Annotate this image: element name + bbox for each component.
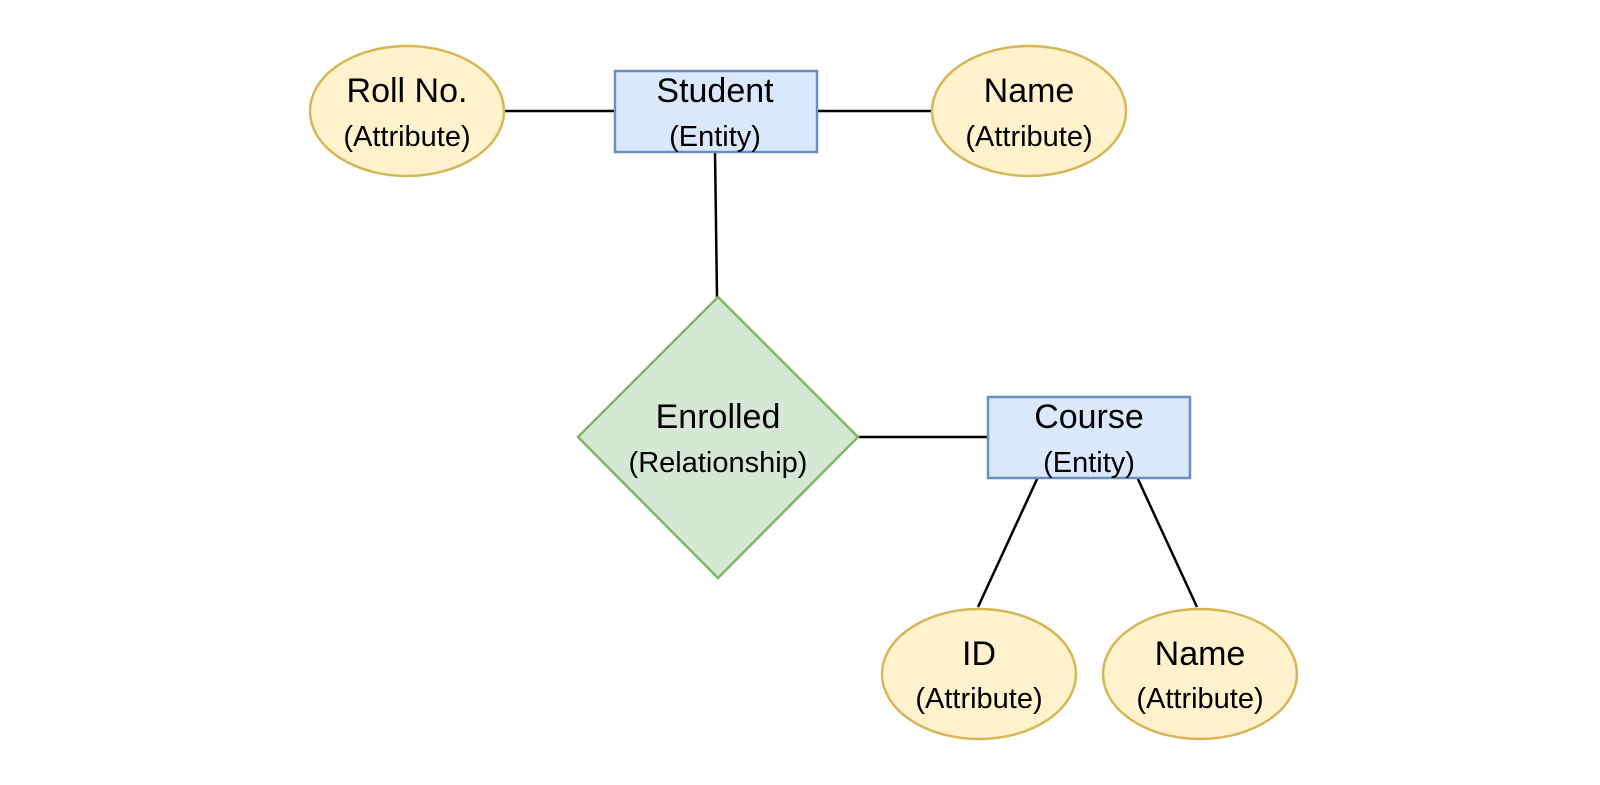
entity-course-box: [986, 395, 1192, 480]
attribute-student-name-name: Name: [984, 72, 1075, 110]
attribute-roll-no[interactable]: Roll No. (Attribute): [308, 44, 506, 178]
connector-student-enrolled: [713, 150, 719, 298]
entity-student-name: Student: [656, 72, 774, 110]
attribute-course-id[interactable]: ID (Attribute): [880, 607, 1078, 741]
attribute-roll-no-shape: [308, 44, 506, 178]
attribute-course-id-shape: [880, 607, 1078, 741]
attribute-course-id-name: ID: [962, 635, 996, 673]
attribute-student-name[interactable]: Name (Attribute): [930, 44, 1128, 178]
relationship-enrolled-diamond: [576, 295, 860, 580]
connector-course-id: [976, 476, 1040, 608]
entity-course-type: (Entity): [1043, 447, 1135, 479]
attribute-course-name[interactable]: Name (Attribute): [1101, 607, 1299, 741]
attribute-roll-no-name: Roll No.: [347, 72, 468, 110]
entity-course[interactable]: Course (Entity): [986, 395, 1192, 480]
connectors: [504, 109, 1199, 608]
connector-course-name: [1135, 476, 1199, 608]
entity-student[interactable]: Student (Entity): [613, 69, 819, 154]
relationship-enrolled[interactable]: Enrolled (Relationship): [576, 295, 860, 580]
entity-student-type: (Entity): [669, 121, 761, 153]
attribute-course-name-name: Name: [1155, 635, 1246, 673]
relationship-enrolled-type: (Relationship): [629, 447, 808, 479]
attribute-course-id-type: (Attribute): [915, 683, 1042, 715]
entity-course-name: Course: [1034, 398, 1144, 436]
attribute-student-name-type: (Attribute): [965, 121, 1092, 153]
attribute-roll-no-type: (Attribute): [343, 121, 470, 153]
attribute-course-name-shape: [1101, 607, 1299, 741]
attribute-course-name-type: (Attribute): [1136, 683, 1263, 715]
entity-student-box: [613, 69, 819, 154]
relationship-enrolled-name: Enrolled: [656, 398, 781, 436]
attribute-student-name-shape: [930, 44, 1128, 178]
